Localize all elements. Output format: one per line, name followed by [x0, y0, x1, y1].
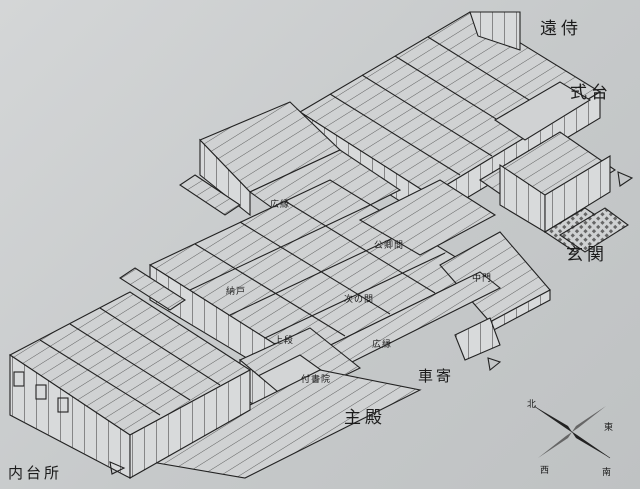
- label-tsukeshoin: 付書院: [301, 375, 332, 385]
- label-genkan: 玄関: [566, 245, 608, 265]
- tozamurai-wing: [298, 11, 602, 221]
- entrance-markers: [109, 171, 634, 475]
- label-shuden: 主殿: [344, 408, 386, 428]
- label-shikidai: 式台: [570, 83, 612, 103]
- label-chumon: 中門: [472, 274, 493, 284]
- label-hiroen-top: 広縁: [270, 200, 291, 210]
- compass-west-label: 西: [540, 466, 550, 476]
- compass-east-label: 東: [604, 423, 614, 433]
- label-hiroen-bottom: 広縁: [372, 340, 393, 350]
- label-naidaidokoro: 内台所: [8, 464, 63, 482]
- label-nando: 納戸: [226, 287, 247, 297]
- label-jodan: 上段: [274, 336, 295, 346]
- compass-north-label: 北: [527, 400, 537, 410]
- label-kurumayose: 車寄: [418, 367, 455, 385]
- naidaidokoro-wing: [8, 291, 252, 479]
- shikidai-genkan-wing: [478, 131, 629, 253]
- compass-rose: [533, 405, 611, 459]
- label-tsugi-no-ma: 次の間: [344, 295, 375, 305]
- label-kugeno-ma: 公卿間: [374, 241, 405, 251]
- compass-south-label: 南: [602, 468, 612, 478]
- label-tozamurai: 遠侍: [540, 19, 582, 39]
